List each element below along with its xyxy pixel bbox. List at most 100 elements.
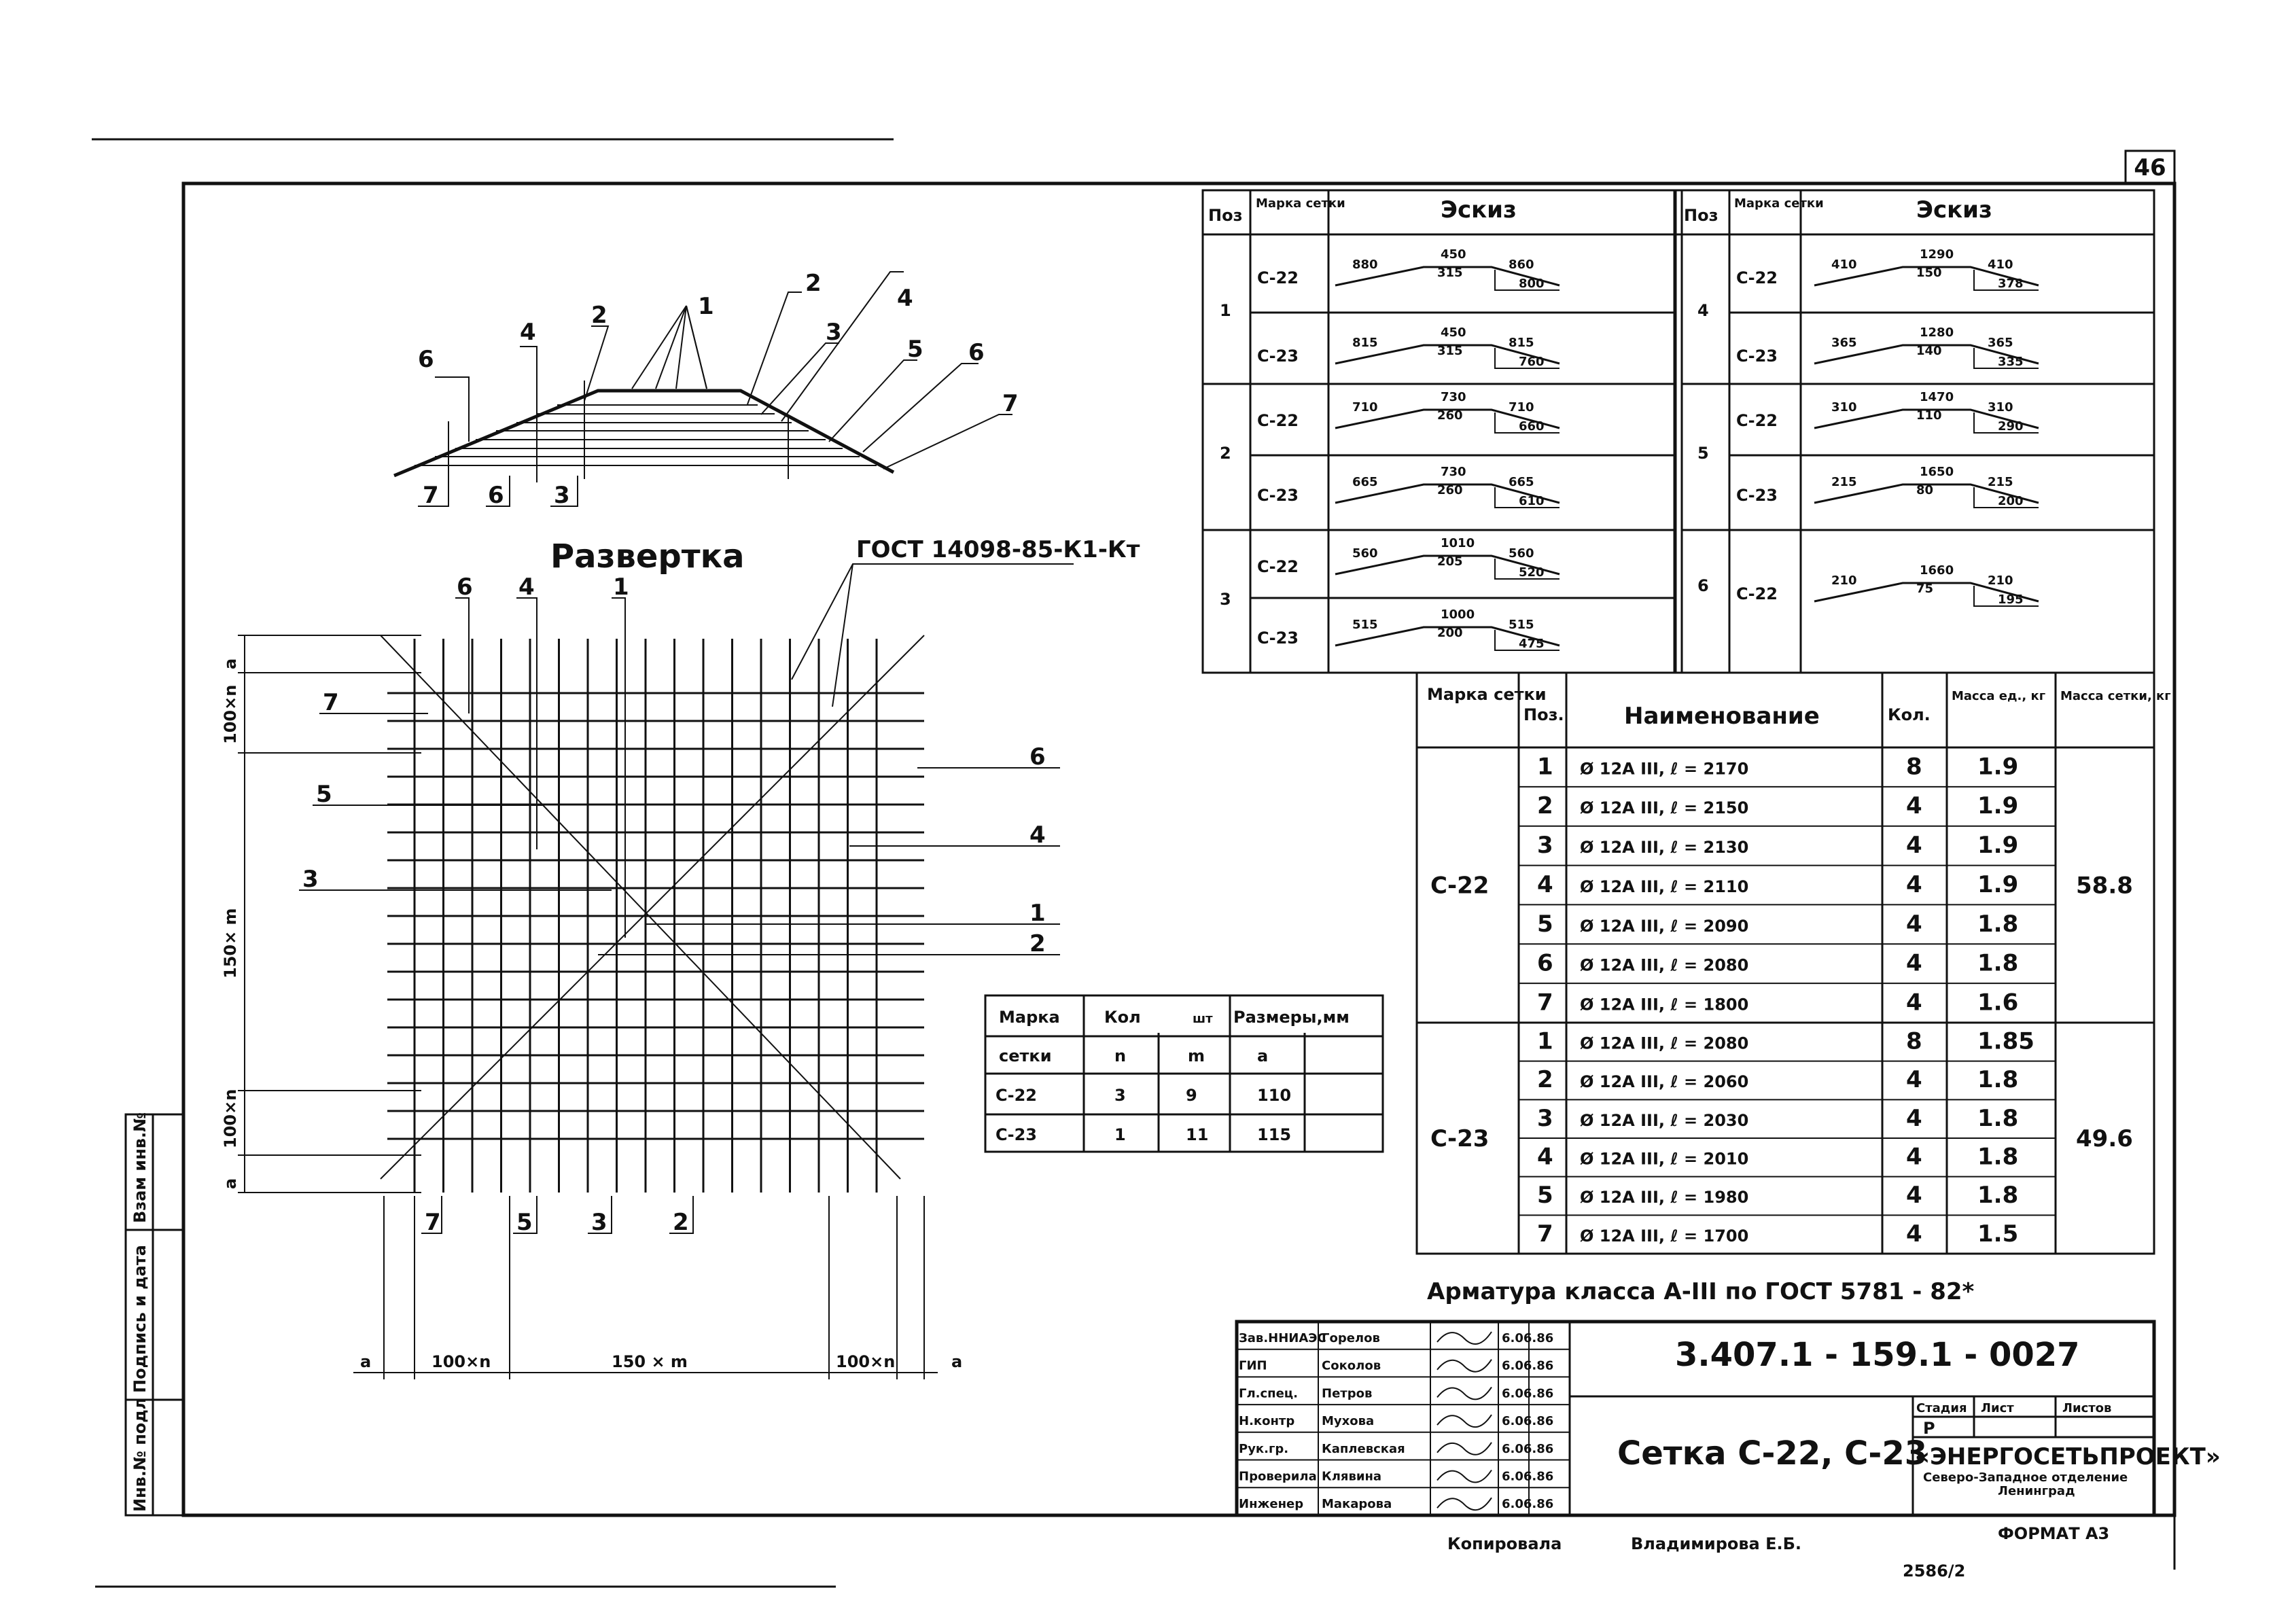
sketch-dim: 475 xyxy=(1519,637,1545,651)
tb-date: 6.06.86 xyxy=(1502,1442,1553,1456)
sketch-mark: С-23 xyxy=(1257,347,1299,366)
spec-mass: 1.9 xyxy=(1977,753,2018,780)
spec-mass: 1.8 xyxy=(1977,911,2018,938)
svg-text:Ленинград: Ленинград xyxy=(1998,1484,2075,1498)
sketch-mark: С-22 xyxy=(1736,584,1778,603)
sketch-dim: 195 xyxy=(1998,593,2024,607)
sketch-pos: 4 xyxy=(1697,301,1709,320)
spec-pos: 5 xyxy=(1537,1182,1553,1209)
svg-text:7: 7 xyxy=(423,482,439,509)
sketch-dim: 310 xyxy=(1988,400,2013,414)
bar-shape xyxy=(1335,483,1560,504)
svg-text:a: a xyxy=(951,1352,962,1371)
svg-text:2: 2 xyxy=(805,270,822,297)
spec-pos: 6 xyxy=(1537,950,1553,977)
spec-pos: 3 xyxy=(1537,1105,1553,1132)
svg-text:a: a xyxy=(360,1352,371,1371)
sketch-dim: 665 xyxy=(1509,475,1534,489)
spec-pos: 1 xyxy=(1537,1028,1553,1055)
spec-name: Ø 12А III, ℓ = 2130 xyxy=(1580,838,1748,857)
tb-name: Мухова xyxy=(1322,1414,1374,1428)
spec-mass: 1.9 xyxy=(1977,792,2018,819)
sketch-dim: 710 xyxy=(1509,400,1534,414)
armatura-note: Арматура класса А-III по ГОСТ 5781 - 82* xyxy=(1427,1278,1975,1305)
tb-name: Клявина xyxy=(1322,1470,1381,1484)
sketch-dim: 1660 xyxy=(1920,563,1954,578)
spec-name: Ø 12А III, ℓ = 2090 xyxy=(1580,917,1748,936)
svg-text:6: 6 xyxy=(1029,743,1046,771)
svg-text:a: a xyxy=(221,658,240,669)
sketch-dim: 410 xyxy=(1831,258,1857,272)
spec-qty: 8 xyxy=(1906,1028,1922,1055)
spec-name: Ø 12А III, ℓ = 1980 xyxy=(1580,1188,1748,1207)
spec-table: Марка сетки Поз. Наименование Кол. Масса… xyxy=(1415,671,2171,1305)
spec-pos: 5 xyxy=(1537,911,1553,938)
spec-qty: 4 xyxy=(1906,1144,1922,1171)
sketch-pos: 1 xyxy=(1220,301,1231,320)
tb-name: Макарова xyxy=(1322,1497,1392,1511)
svg-text:Марка сетки: Марка сетки xyxy=(1256,196,1345,211)
tb-role: Рук.гр. xyxy=(1239,1442,1288,1456)
sketch-dim: 815 xyxy=(1509,336,1534,350)
sketch-dim: 315 xyxy=(1437,266,1463,280)
spec-qty: 4 xyxy=(1906,989,1922,1016)
sketch-dim: 205 xyxy=(1437,554,1463,569)
tb-date: 6.06.86 xyxy=(1502,1414,1553,1428)
spec-name: Ø 12А III, ℓ = 2150 xyxy=(1580,798,1748,817)
sketch-dim: 260 xyxy=(1437,408,1463,423)
sketch-dim: 450 xyxy=(1441,247,1466,262)
svg-text:С-22: С-22 xyxy=(995,1086,1037,1105)
svg-text:Копировала: Копировала xyxy=(1447,1534,1562,1553)
tb-role: Инженер xyxy=(1239,1497,1303,1511)
svg-text:4: 4 xyxy=(897,285,913,312)
svg-text:7: 7 xyxy=(323,689,339,716)
sketch-dim: 730 xyxy=(1441,465,1466,479)
sketch-dim: 365 xyxy=(1988,336,2013,350)
svg-text:4: 4 xyxy=(1029,822,1046,849)
spec-mass: 1.8 xyxy=(1977,1144,2018,1171)
tb-role: Н.контр xyxy=(1239,1414,1294,1428)
sketch-dim: 515 xyxy=(1352,618,1378,632)
svg-text:3: 3 xyxy=(554,482,570,509)
tb-date: 6.06.86 xyxy=(1502,1386,1553,1400)
svg-text:5: 5 xyxy=(316,781,332,808)
spec-qty: 4 xyxy=(1906,950,1922,977)
svg-text:2: 2 xyxy=(1029,930,1046,957)
svg-text:a: a xyxy=(221,1178,240,1189)
sketch-dim: 310 xyxy=(1831,400,1857,414)
svg-text:шт: шт xyxy=(1193,1012,1213,1026)
svg-text:Масса ед., кг: Масса ед., кг xyxy=(1952,689,2045,703)
sketch-dim: 1280 xyxy=(1920,325,1954,340)
bar-shape xyxy=(1335,554,1560,576)
mesh-section: 1 2 3 4 5 6 7 6 4 2 7 6 3 xyxy=(393,270,1019,509)
sketch-table: Поз Марка сетки Эскиз Поз Марка сетки Эс… xyxy=(1201,189,2155,674)
svg-text:5: 5 xyxy=(907,336,923,363)
svg-text:Эскиз: Эскиз xyxy=(1441,196,1517,224)
svg-text:100×n: 100×n xyxy=(221,1089,240,1148)
sketch-dim: 210 xyxy=(1988,573,2013,588)
svg-text:150 × m: 150 × m xyxy=(612,1352,688,1371)
spec-pos: 3 xyxy=(1537,832,1553,859)
sketch-dim: 315 xyxy=(1437,344,1463,358)
spec-pos: 4 xyxy=(1537,1144,1553,1171)
tb-name: Горелов xyxy=(1322,1331,1380,1345)
tb-date: 6.06.86 xyxy=(1502,1497,1553,1511)
sketch-dim: 560 xyxy=(1352,546,1378,561)
sketch-dim: 110 xyxy=(1916,408,1942,423)
sketch-mark: С-23 xyxy=(1257,486,1299,505)
sketch-dim: 610 xyxy=(1519,494,1545,508)
svg-text:100×n: 100×n xyxy=(221,685,240,744)
sketch-dim: 1000 xyxy=(1441,607,1475,622)
sketch-dim: 335 xyxy=(1998,355,2024,369)
spec-mass: 1.9 xyxy=(1977,871,2018,898)
tb-role: Проверила xyxy=(1239,1470,1317,1484)
drawing-title: Сетка С-22, С-23 xyxy=(1617,1434,1927,1472)
spec-mass: 49.6 xyxy=(2076,1125,2133,1152)
spec-mass: 1.5 xyxy=(1977,1220,2018,1248)
sketch-dim: 1650 xyxy=(1920,465,1954,479)
signature-icon xyxy=(1437,1414,1492,1428)
spec-pos: 7 xyxy=(1537,989,1553,1016)
sketch-mark: С-22 xyxy=(1257,411,1299,430)
